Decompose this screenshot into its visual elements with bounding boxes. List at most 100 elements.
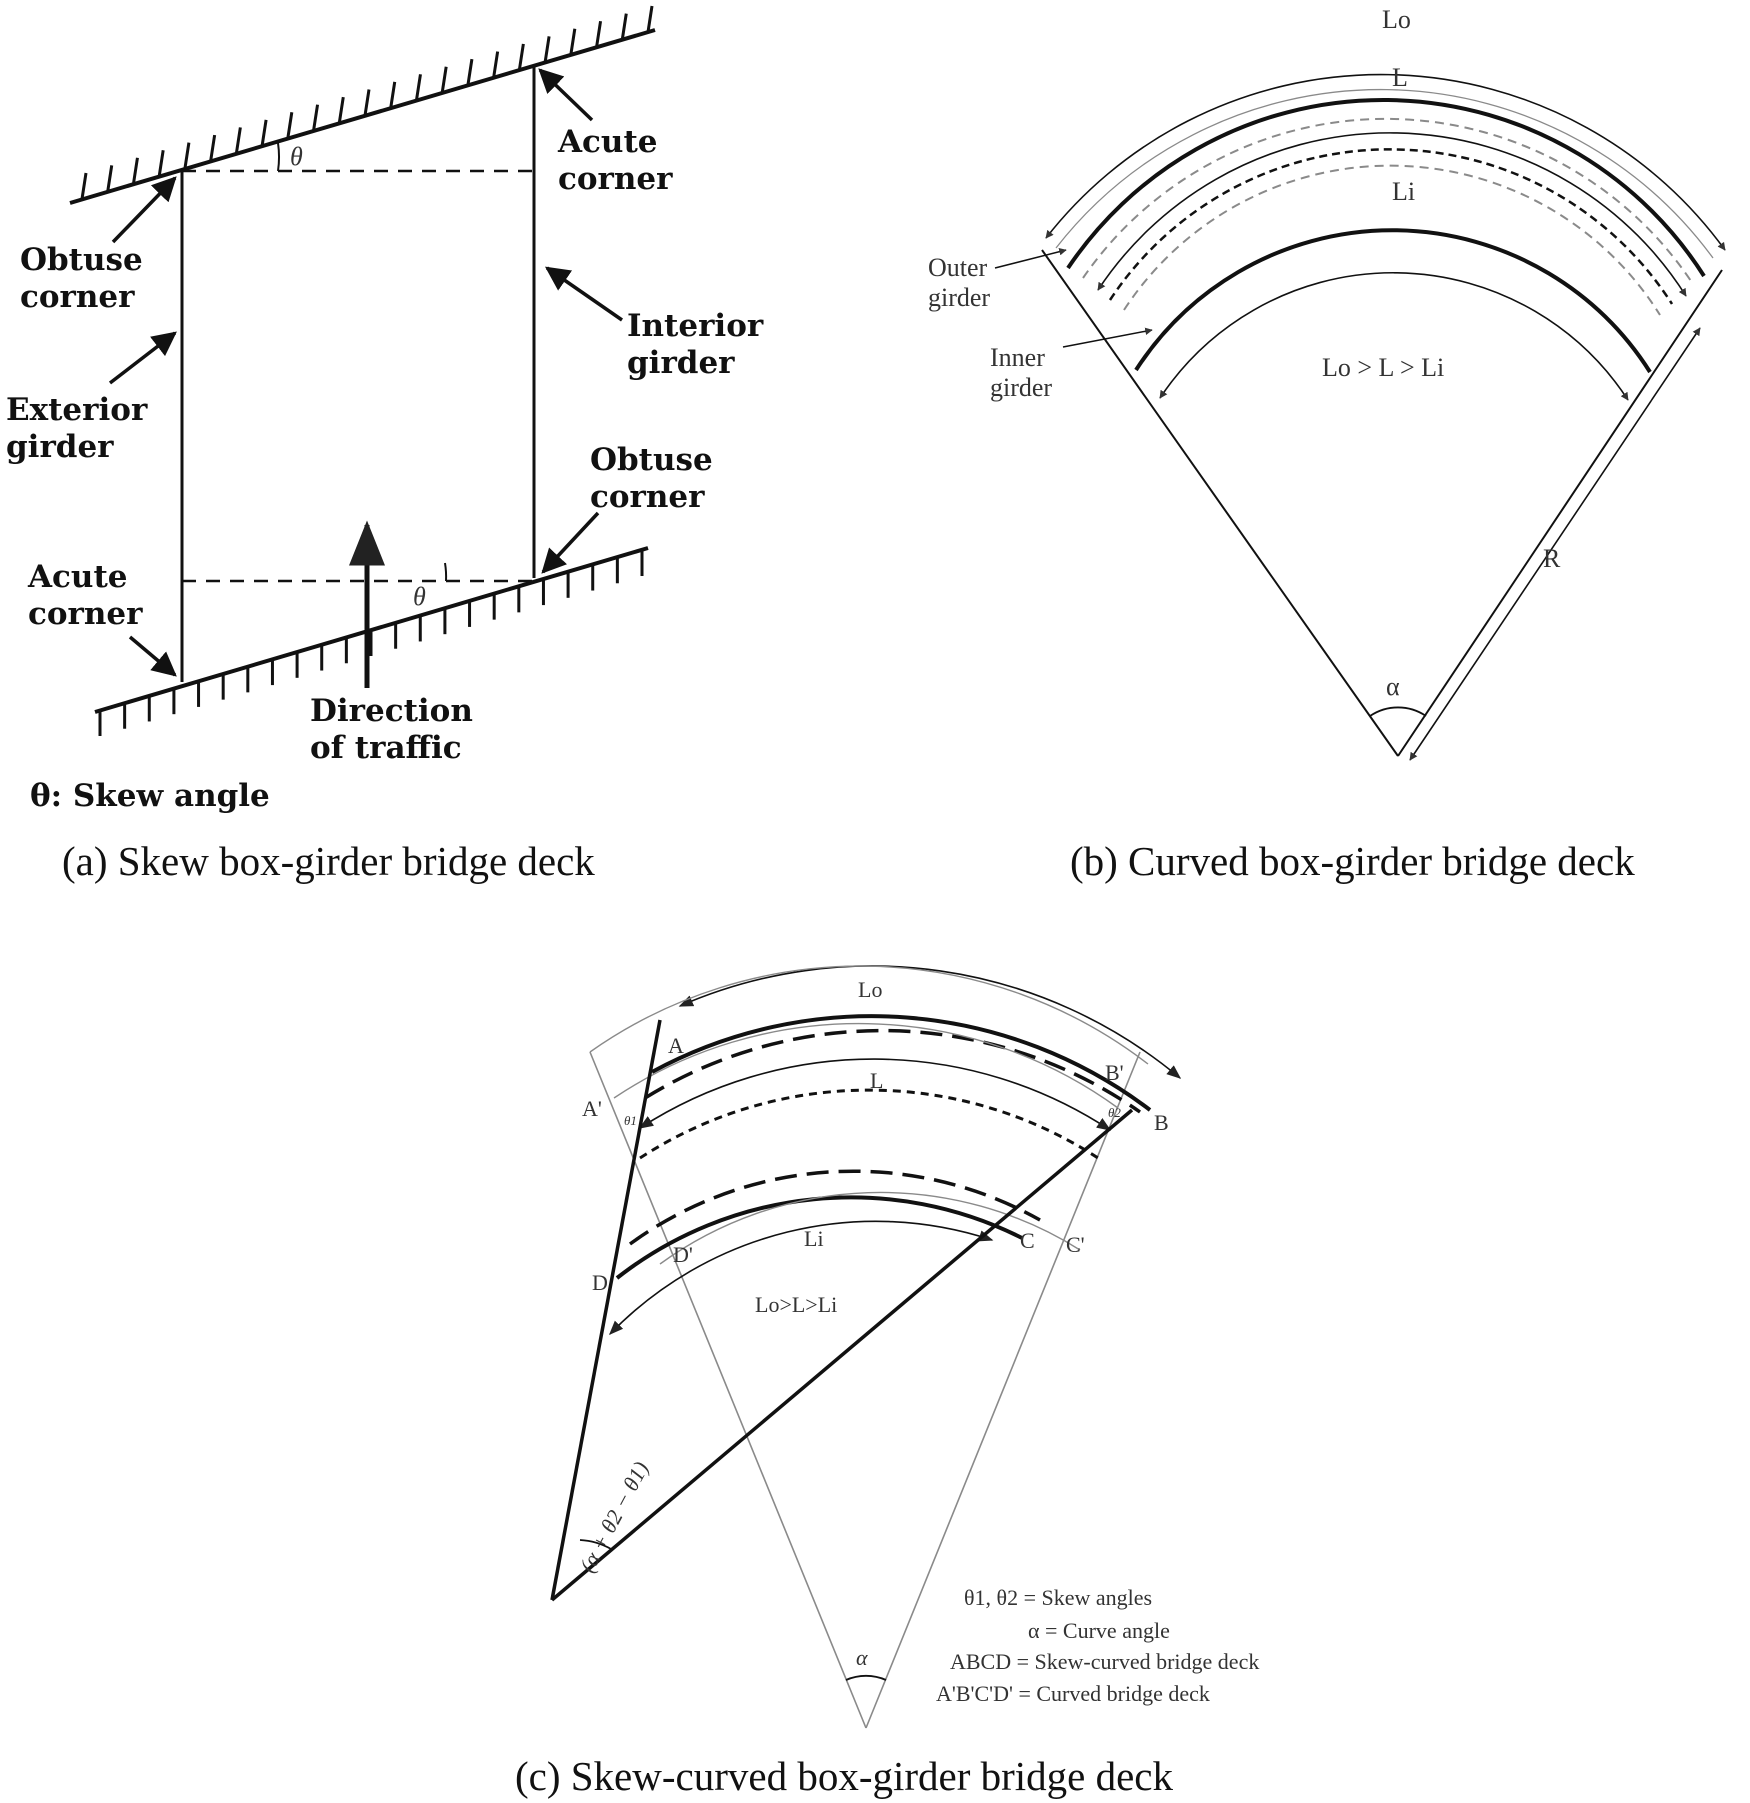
traffic-label-1: Direction [310, 693, 473, 729]
relation-label-c: Lo>L>Li [755, 1292, 837, 1317]
obtuse-corner-left-pointer [111, 176, 177, 244]
inner-thin-grey-arc-c [659, 1191, 1081, 1265]
caption-a: (a) Skew box-girder bridge deck [62, 838, 595, 884]
hatch-tick [414, 74, 422, 101]
curved-deck-right-radial [865, 1051, 1141, 1729]
hatch-tick [260, 119, 268, 147]
li-dimension-arc-c [608, 1220, 994, 1336]
theta-top-label: θ [290, 142, 303, 171]
inner-girder-dashed-arc [1123, 164, 1661, 316]
inner-girder-dashed-arc-c [628, 1169, 1041, 1246]
center-line-dashed-arc [1108, 148, 1674, 305]
hatch-tick [337, 96, 345, 124]
inner-girder-pointer [1062, 327, 1153, 348]
point-d-label: D [592, 1270, 608, 1295]
inner-girder-label-1: Inner [990, 343, 1045, 372]
relation-label-b: Lo > L > Li [1322, 353, 1444, 382]
acute-corner-top-pointer [538, 68, 594, 122]
hatch-tick [389, 81, 397, 109]
interior-girder-label-1: Interior [627, 308, 764, 344]
hatch-tick [517, 43, 525, 71]
lo-label-b: Lo [1382, 5, 1411, 34]
right-radial-line [1397, 269, 1723, 757]
radius-label: R [1543, 544, 1561, 573]
thin-grey-arc-c [613, 1022, 1119, 1109]
acute-corner-bottom-pointer [128, 635, 177, 677]
hatch-tick [106, 165, 114, 192]
legend-curved-deck: A'B'C'D' = Curved bridge deck [936, 1681, 1210, 1706]
skew-deck-left-side [550, 1019, 662, 1601]
l-label-c: L [870, 1068, 883, 1093]
alpha-arc-b [1369, 706, 1427, 717]
lo-outer-thin-arc-c [589, 965, 1149, 1065]
acute-corner-bottom-label-2: corner [28, 596, 143, 632]
skew-deck-right-side [550, 1108, 1134, 1602]
hatch-tick [466, 58, 474, 86]
hatch-tick [492, 51, 500, 78]
panel-a-skew-deck: θ θ Acute corner Obtuse corner Interior … [6, 5, 764, 884]
hatch-tick [646, 5, 654, 33]
lo-dimension-arc-inner [1055, 88, 1714, 259]
point-a-prime-label: A' [582, 1096, 602, 1121]
hatch-tick [363, 89, 371, 116]
interior-girder-label-2: girder [627, 345, 735, 381]
inner-girder-arc [1134, 228, 1652, 374]
hatch-tick [183, 142, 191, 169]
alpha-label-c: α [856, 1645, 868, 1670]
obtuse-corner-right-label-1: Obtuse [590, 442, 713, 478]
point-b-prime-label: B' [1105, 1060, 1124, 1085]
hatch-tick [286, 112, 294, 139]
caption-c: (c) Skew-curved box-girder bridge deck [515, 1753, 1174, 1799]
obtuse-corner-left-label-1: Obtuse [20, 242, 143, 278]
theta-arc-bottom [444, 562, 448, 582]
hatch-tick [543, 36, 551, 63]
inner-girder-label-2: girder [990, 373, 1052, 402]
top-abutment-hatching [80, 5, 654, 200]
outer-girder-label-2: girder [928, 283, 990, 312]
outer-girder-arc [1066, 97, 1706, 278]
hatch-tick [80, 172, 88, 200]
theta-arc-top [277, 142, 281, 172]
obtuse-corner-left-label-2: corner [20, 279, 135, 315]
traffic-label-2: of traffic [310, 730, 462, 766]
hatch-tick [312, 104, 320, 131]
lo-dimension-arc-c [678, 965, 1182, 1079]
outer-girder-dashed-arc-c [644, 1028, 1142, 1114]
l-label-b: L [1392, 63, 1408, 92]
skew-angle-legend: θ: Skew angle [30, 778, 270, 814]
li-label-c: Li [804, 1226, 824, 1251]
legend-skew-curved-deck: ABCD = Skew-curved bridge deck [950, 1649, 1259, 1674]
radius-dimension-line [1409, 327, 1701, 761]
hatch-tick [131, 157, 139, 185]
caption-b: (b) Curved box-girder bridge deck [1070, 838, 1635, 884]
legend-curve-angle: α = Curve angle [1028, 1618, 1170, 1643]
panel-b-curved-deck: Lo L Li Outer girder Inner girder Lo > L… [928, 5, 1726, 884]
point-d-prime-label: D' [673, 1242, 693, 1267]
li-label-b: Li [1392, 177, 1415, 206]
hatch-tick [157, 149, 165, 177]
curved-deck-left-radial [589, 1051, 867, 1729]
skew-angle-arc-large [579, 1539, 612, 1550]
bottom-abutment-hatching [98, 550, 644, 736]
outer-girder-label-1: Outer [928, 253, 988, 282]
lo-label-c: Lo [858, 977, 882, 1002]
acute-corner-top-label-1: Acute [557, 124, 658, 160]
alpha-arc-c [845, 1675, 887, 1681]
exterior-girder-label-2: girder [6, 429, 114, 465]
acute-corner-top-label-2: corner [558, 161, 673, 197]
panel-c-skew-curved-deck: Lo L Li A A' B B' C C' D D' θ1 θ2 Lo>L>L… [515, 965, 1259, 1799]
outer-girder-arc-c [651, 1014, 1152, 1112]
l-dimension-arc-c [638, 1058, 1112, 1131]
acute-corner-bottom-label-1: Acute [27, 559, 128, 595]
hatch-tick [234, 127, 242, 154]
outer-girder-dashed-arc [1082, 117, 1694, 285]
center-line-dashed-arc-c [639, 1088, 1099, 1160]
point-c-prime-label: C' [1066, 1232, 1085, 1257]
lo-dimension-arc [1045, 73, 1726, 251]
point-c-label: C [1020, 1228, 1035, 1253]
point-b-label: B [1154, 1110, 1169, 1135]
skew-angle-expression: (α + θ2 − θ1) [574, 1457, 653, 1576]
hatch-tick [569, 28, 577, 56]
outer-girder-pointer [994, 248, 1067, 269]
